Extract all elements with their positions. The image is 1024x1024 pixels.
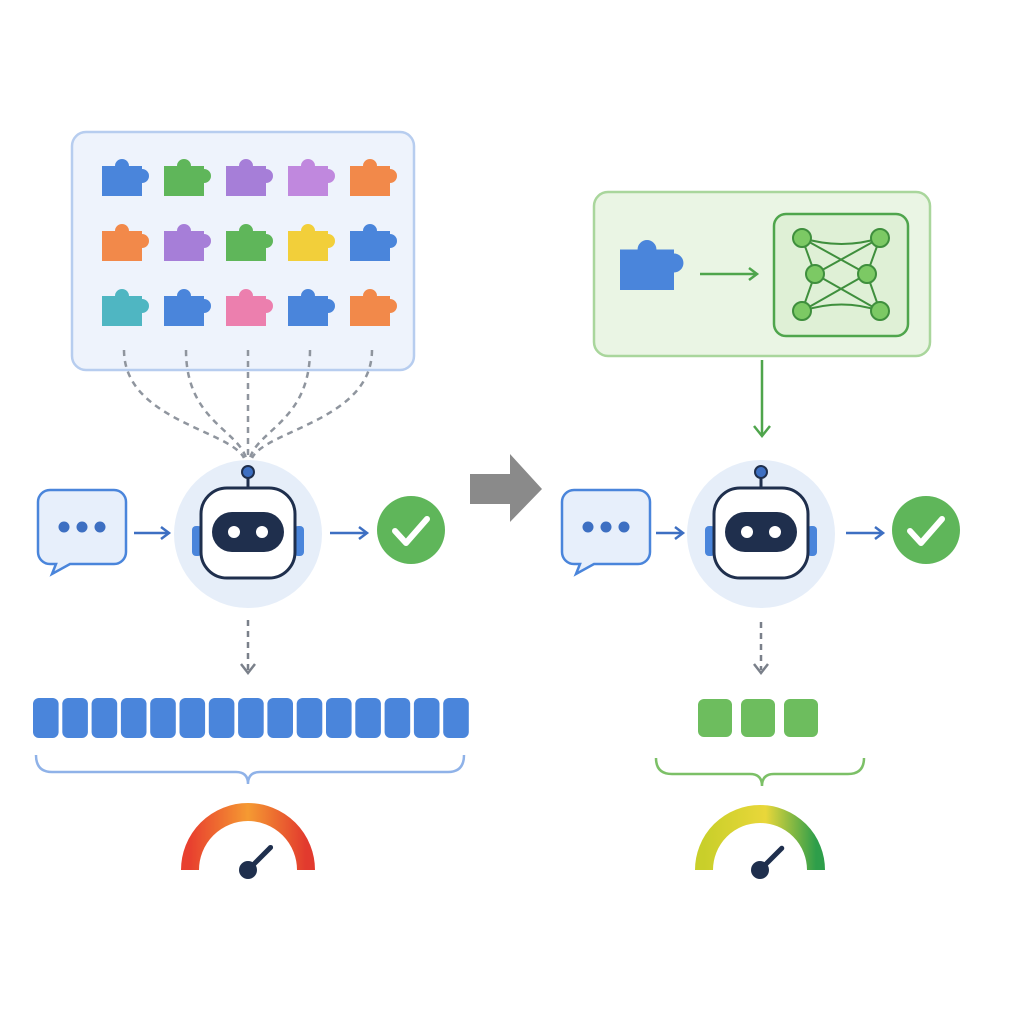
gauge-hub — [239, 861, 257, 879]
puzzle-piece-icon — [102, 289, 149, 326]
flow-arrow-icon — [656, 526, 686, 540]
speedometer-icon — [181, 803, 315, 879]
bracket — [34, 754, 466, 785]
puzzle-piece-icon — [164, 289, 211, 326]
token-bar — [33, 698, 469, 738]
check-circle-icon — [377, 496, 445, 564]
speedometer-icon — [695, 805, 825, 879]
token-block — [413, 698, 440, 738]
flow-arrow-icon — [846, 526, 886, 540]
puzzle-piece-icon — [620, 240, 684, 290]
puzzle-piece-icon — [102, 224, 149, 261]
puzzle-piece-icon — [620, 240, 684, 290]
gauge-arc — [695, 805, 825, 871]
puzzle-piece-icon — [226, 224, 273, 261]
token-block — [296, 698, 323, 738]
network-graph-icon — [772, 212, 910, 338]
plugin-connector-lines — [122, 349, 374, 459]
token-block — [179, 698, 206, 738]
token-block — [238, 698, 264, 738]
flow-arrow-icon — [330, 526, 370, 540]
puzzle-piece-icon — [288, 224, 335, 261]
token-bar — [698, 699, 818, 737]
token-block — [355, 698, 381, 738]
robot-icon — [174, 460, 322, 608]
token-block — [443, 698, 469, 738]
token-block — [120, 698, 147, 738]
puzzle-piece-icon — [350, 159, 397, 196]
flow-arrow-icon — [700, 267, 760, 281]
down-arrow-icon — [753, 622, 769, 676]
token-block — [741, 699, 775, 737]
plugin-grid — [102, 159, 397, 326]
token-block — [91, 698, 118, 738]
down-arrow-icon — [240, 620, 256, 676]
gauge-hub — [751, 861, 769, 879]
token-block — [698, 699, 732, 737]
token-block — [62, 698, 88, 738]
puzzle-piece-icon — [350, 224, 397, 261]
left-scenario — [33, 130, 469, 879]
puzzle-piece-icon — [164, 159, 211, 196]
puzzle-piece-icon — [288, 289, 335, 326]
token-block — [267, 698, 293, 738]
token-block — [150, 698, 176, 738]
token-block — [33, 698, 59, 738]
puzzle-piece-icon — [102, 159, 149, 196]
token-block — [784, 699, 818, 737]
bracket — [654, 757, 866, 787]
puzzle-piece-icon — [164, 224, 211, 261]
puzzle-piece-icon — [226, 159, 273, 196]
token-block — [384, 698, 411, 738]
down-arrow-icon — [753, 360, 771, 439]
flow-arrow-icon — [134, 526, 172, 540]
check-circle-icon — [892, 496, 960, 564]
robot-icon — [687, 460, 835, 608]
right-scenario — [560, 190, 960, 879]
token-block — [326, 698, 352, 738]
token-block — [208, 698, 235, 738]
puzzle-piece-icon — [226, 289, 273, 326]
transition-arrow-icon — [470, 454, 542, 522]
puzzle-piece-icon — [288, 159, 335, 196]
puzzle-piece-icon — [350, 289, 397, 326]
chat-bubble-icon — [36, 488, 128, 577]
chat-bubble-icon — [560, 488, 652, 577]
gauge-arc — [181, 803, 315, 871]
